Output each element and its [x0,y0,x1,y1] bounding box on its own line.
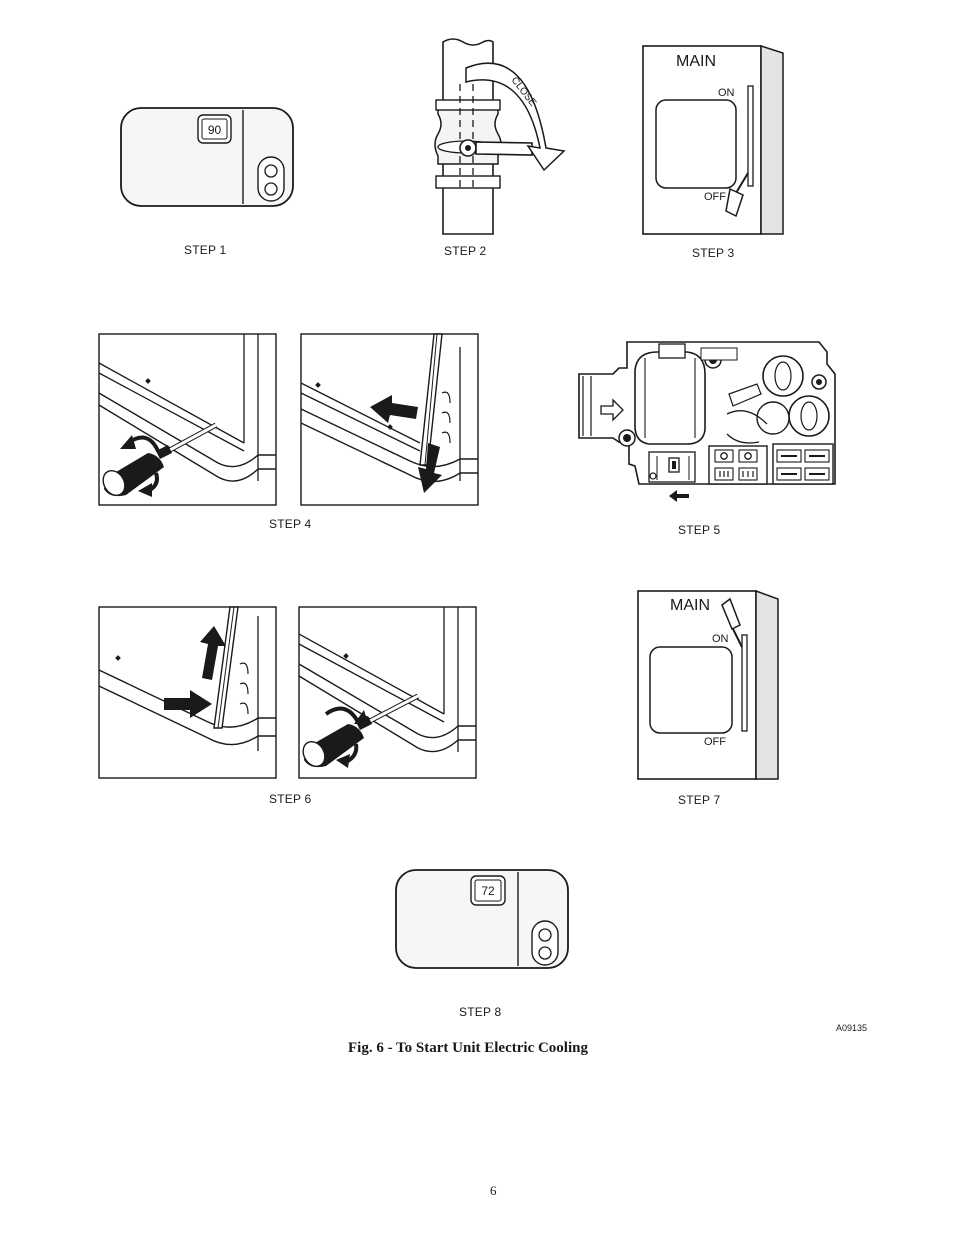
step7-main-switch-illustration: MAIN ON OFF [637,589,779,780]
step5-arrow [669,490,689,502]
step5-gas-valve-illustration [578,341,836,502]
step7-label: STEP 7 [678,793,721,807]
step4-arrow-down [418,443,442,493]
step3-off-label: OFF [704,191,726,203]
step2-valve-illustration: CLOSE [434,38,566,235]
step6-label: STEP 6 [269,792,312,806]
step6-right-panel-illustration [298,606,477,779]
step3-switch-window [655,99,737,189]
step7-switch-lever [721,597,741,631]
step7-switch-window [649,646,733,734]
step6-left-panel-illustration [98,606,277,779]
step3-switch-title: MAIN [676,53,716,70]
step4-arrow-left [370,395,418,423]
step8-thermostat-illustration: 72 [395,869,569,969]
step5-label: STEP 5 [678,523,721,537]
step4-label: STEP 4 [269,517,312,531]
step3-on-label: ON [718,87,735,99]
step4-left-panel-illustration [98,333,277,506]
step7-on-label: ON [712,633,729,645]
figure-code: A09135 [836,1023,868,1033]
step3-main-switch-illustration: MAIN ON OFF [642,44,784,235]
thermostat-button-up [538,928,552,942]
thermostat-display-value: 72 [481,884,495,898]
page-number: 6 [490,1183,497,1198]
step1-label: STEP 1 [184,243,227,257]
thermostat-button-down [538,946,552,960]
step3-label: STEP 3 [692,246,735,260]
step7-off-label: OFF [704,736,726,748]
step4-right-panel-illustration [300,333,479,506]
step6-arrow-right [164,690,212,718]
step7-switch-title: MAIN [670,597,710,614]
thermostat-button-up [264,164,278,178]
step8-label: STEP 8 [459,1005,502,1019]
thermostat-display-value: 90 [208,123,222,137]
step1-thermostat-illustration: 90 [120,107,294,207]
thermostat-button-down [264,182,278,196]
step3-switch-lever [725,187,744,218]
step2-label: STEP 2 [444,244,487,258]
figure-caption: Fig. 6 - To Start Unit Electric Cooling [348,1040,588,1056]
step6-arrow-up [200,626,226,680]
